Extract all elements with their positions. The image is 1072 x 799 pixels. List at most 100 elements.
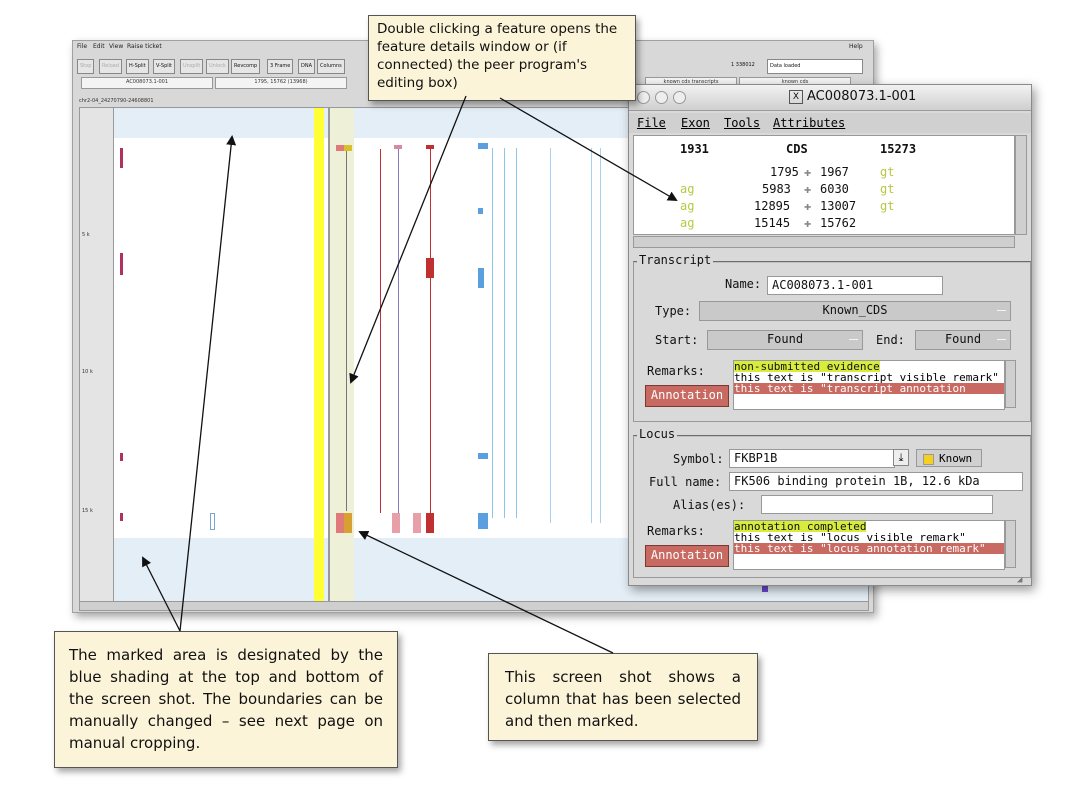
info-feature-coords: 1795, 15762 (13968)	[215, 77, 347, 89]
evidence-group[interactable]	[550, 148, 592, 523]
sequence-label: chr2-04_24270790-24608801	[79, 98, 154, 104]
exon[interactable]	[426, 258, 434, 278]
menu-view[interactable]: View	[109, 43, 124, 50]
transcript-remarks-box[interactable]: non-submitted evidence this text is "tra…	[733, 360, 1005, 410]
horizontal-scrollbar[interactable]	[79, 601, 869, 611]
scale-ruler: 5 k 10 k 15 k	[80, 108, 114, 603]
exon-start: 15145	[754, 216, 791, 230]
alias-label: Alias(es):	[673, 498, 746, 512]
menu-tools[interactable]: Tools	[724, 116, 761, 130]
symbol-label: Symbol:	[673, 452, 724, 466]
exon[interactable]	[392, 513, 400, 533]
ruler-label-5k: 5 k	[82, 232, 90, 238]
unsplit-button[interactable]: Unsplit	[180, 59, 204, 74]
reload-button[interactable]: Reload	[99, 59, 123, 74]
highlighted-column[interactable]	[314, 108, 324, 603]
download-icon[interactable]: ⤓	[893, 449, 909, 466]
unlock-button[interactable]: Unlock	[206, 59, 229, 74]
x11-icon: X	[789, 89, 803, 104]
known-toggle[interactable]: Known	[916, 449, 982, 467]
intron-line	[380, 149, 381, 513]
type-dropdown[interactable]: Known_CDS	[699, 301, 1011, 321]
exon-horizontal-scrollbar[interactable]	[633, 236, 1015, 248]
exon-end: 13007	[820, 199, 857, 213]
type-value: Known_CDS	[822, 303, 888, 317]
exon-acceptor: ag	[680, 182, 695, 196]
menu-file[interactable]: File	[77, 43, 88, 50]
menu-edit[interactable]: Edit	[93, 43, 105, 50]
feature-mark[interactable]	[762, 580, 768, 592]
locus-remarks-scrollbar[interactable]	[1005, 520, 1016, 568]
exon-vertical-scrollbar[interactable]	[1015, 135, 1027, 235]
exon-donor: gt	[880, 199, 895, 213]
zoom-window-icon[interactable]	[673, 91, 686, 104]
exon-start: 12895	[754, 199, 791, 213]
close-window-icon[interactable]	[637, 91, 650, 104]
evidence-box[interactable]	[478, 513, 488, 529]
start-dropdown[interactable]: Found	[707, 330, 863, 350]
transcript-name-field[interactable]: AC008073.1-001	[767, 276, 943, 295]
hsplit-button[interactable]: H-Split	[126, 59, 149, 74]
type-label: Type:	[655, 304, 692, 318]
locus-remarks-label: Remarks:	[647, 524, 705, 538]
transcript-remarks-scrollbar[interactable]	[1005, 360, 1016, 408]
exon[interactable]	[344, 513, 352, 533]
exon-plus-icon: ✚	[804, 165, 812, 179]
strand-separator	[328, 108, 330, 603]
revcomp-button[interactable]: Revcomp	[231, 59, 261, 74]
callout-marked-area: The marked area is designated by the blu…	[54, 631, 398, 768]
locus-remarks-box[interactable]: annotation completed this text is "locus…	[733, 520, 1005, 570]
transcript-annotation-button[interactable]: Annotation	[645, 385, 729, 407]
symbol-field[interactable]: FKBP1B	[729, 449, 895, 468]
dropdown-icon	[997, 339, 1006, 340]
exon-plus-icon: ✚	[804, 216, 812, 230]
end-dropdown[interactable]: Found	[915, 330, 1011, 350]
menu-exon[interactable]: Exon	[681, 116, 710, 130]
exon[interactable]	[426, 513, 434, 533]
exon[interactable]	[394, 145, 402, 149]
evidence-box[interactable]	[478, 143, 488, 149]
exon-start: 1795	[770, 165, 799, 179]
exon[interactable]	[413, 513, 421, 533]
menu-raise-ticket[interactable]: Raise ticket	[127, 43, 162, 50]
locus-annotation-button[interactable]: Annotation	[645, 545, 729, 567]
exon[interactable]	[336, 145, 344, 151]
menu-file[interactable]: File	[637, 116, 666, 130]
locus-group	[633, 435, 1031, 578]
transcript-group	[633, 261, 1031, 422]
arrow-to-bottom-shading	[142, 556, 181, 632]
exon[interactable]	[336, 513, 344, 533]
exon[interactable]	[344, 145, 352, 151]
exon-plus-icon: ✚	[804, 199, 812, 213]
remark-evidence: non-submitted evidence	[734, 360, 880, 373]
minimize-window-icon[interactable]	[655, 91, 668, 104]
feature-mark[interactable]	[210, 513, 215, 530]
exon-header-mid: CDS	[786, 142, 808, 156]
alias-field[interactable]	[761, 495, 993, 514]
dna-button[interactable]: DNA	[298, 59, 316, 74]
feature-mark[interactable]	[120, 148, 123, 168]
menu-attributes[interactable]: Attributes	[773, 116, 846, 130]
evidence-box[interactable]	[478, 208, 483, 214]
feature-mark[interactable]	[120, 253, 123, 275]
exon-plus-icon: ✚	[804, 182, 812, 196]
exon-list[interactable]: 1931 CDS 15273 1795 ✚ 1967 gt ag 5983 ✚ …	[633, 135, 1015, 235]
columns-button[interactable]: Columns	[317, 59, 345, 74]
menu-help[interactable]: Help	[849, 43, 863, 50]
arrow-to-details-window	[499, 97, 678, 202]
intron-line	[504, 148, 505, 518]
feature-mark[interactable]	[120, 453, 123, 461]
locus-group-label: Locus	[637, 427, 678, 441]
stop-button[interactable]: Stop	[77, 59, 95, 74]
evidence-box[interactable]	[478, 268, 484, 288]
exon-header-right: 15273	[880, 142, 917, 156]
evidence-box[interactable]	[478, 453, 488, 459]
resize-grip-icon[interactable]: ◢	[1017, 575, 1023, 585]
exon[interactable]	[426, 145, 434, 149]
fullname-field[interactable]: FK506 binding protein 1B, 12.6 kDa	[729, 472, 1023, 491]
feature-mark[interactable]	[120, 513, 123, 521]
remark-annotation: this text is "locus annotation remark"	[734, 543, 1004, 554]
vsplit-button[interactable]: V-Split	[153, 59, 176, 74]
three-frame-button[interactable]: 3 Frame	[267, 59, 294, 74]
